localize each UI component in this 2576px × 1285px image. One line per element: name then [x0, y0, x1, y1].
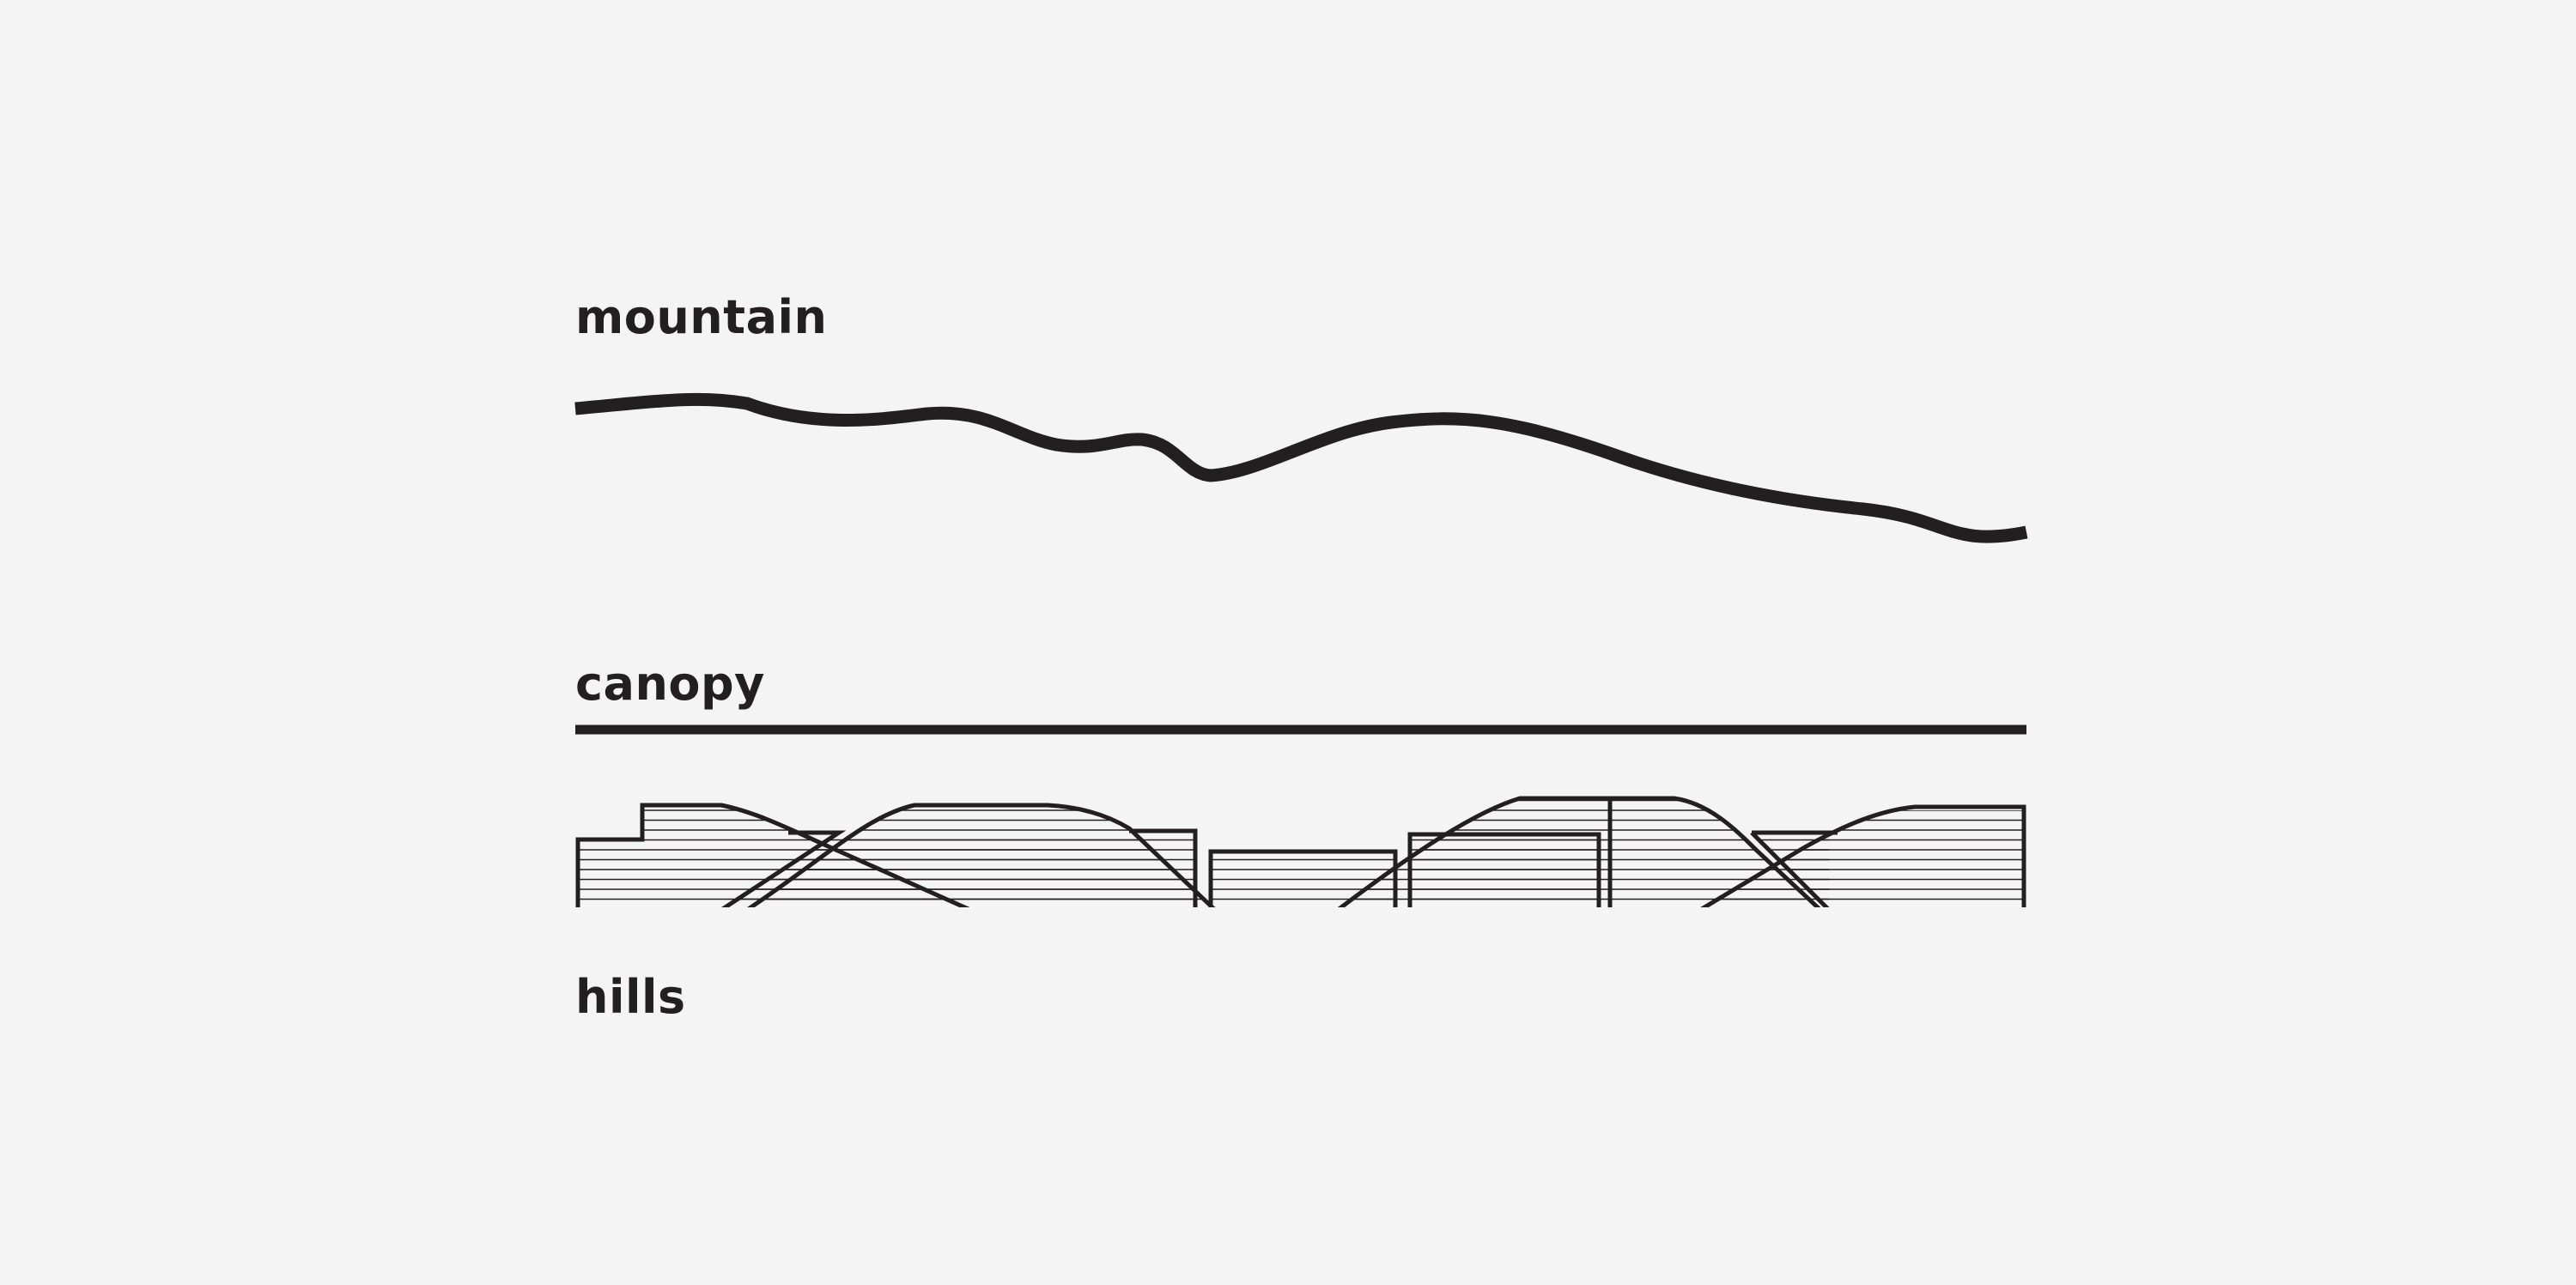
hill-outline-9	[1750, 831, 1830, 907]
hill-outline-2	[721, 830, 847, 907]
hills-shapes	[575, 796, 2026, 907]
hills-label: hills	[575, 970, 686, 1024]
mountain-ridge-line	[574, 392, 2028, 543]
hill-outline-5	[1208, 849, 1398, 907]
hill-outline-7	[1407, 832, 1601, 907]
hill-outline-6	[1337, 796, 1821, 907]
mountain-label: mountain	[575, 290, 828, 344]
hill-outline-11	[1700, 804, 2026, 907]
hill-outline-3	[746, 803, 1216, 907]
hill-outline-1	[575, 803, 970, 907]
hill-outline-4	[1129, 828, 1198, 907]
canopy-label: canopy	[575, 657, 765, 711]
